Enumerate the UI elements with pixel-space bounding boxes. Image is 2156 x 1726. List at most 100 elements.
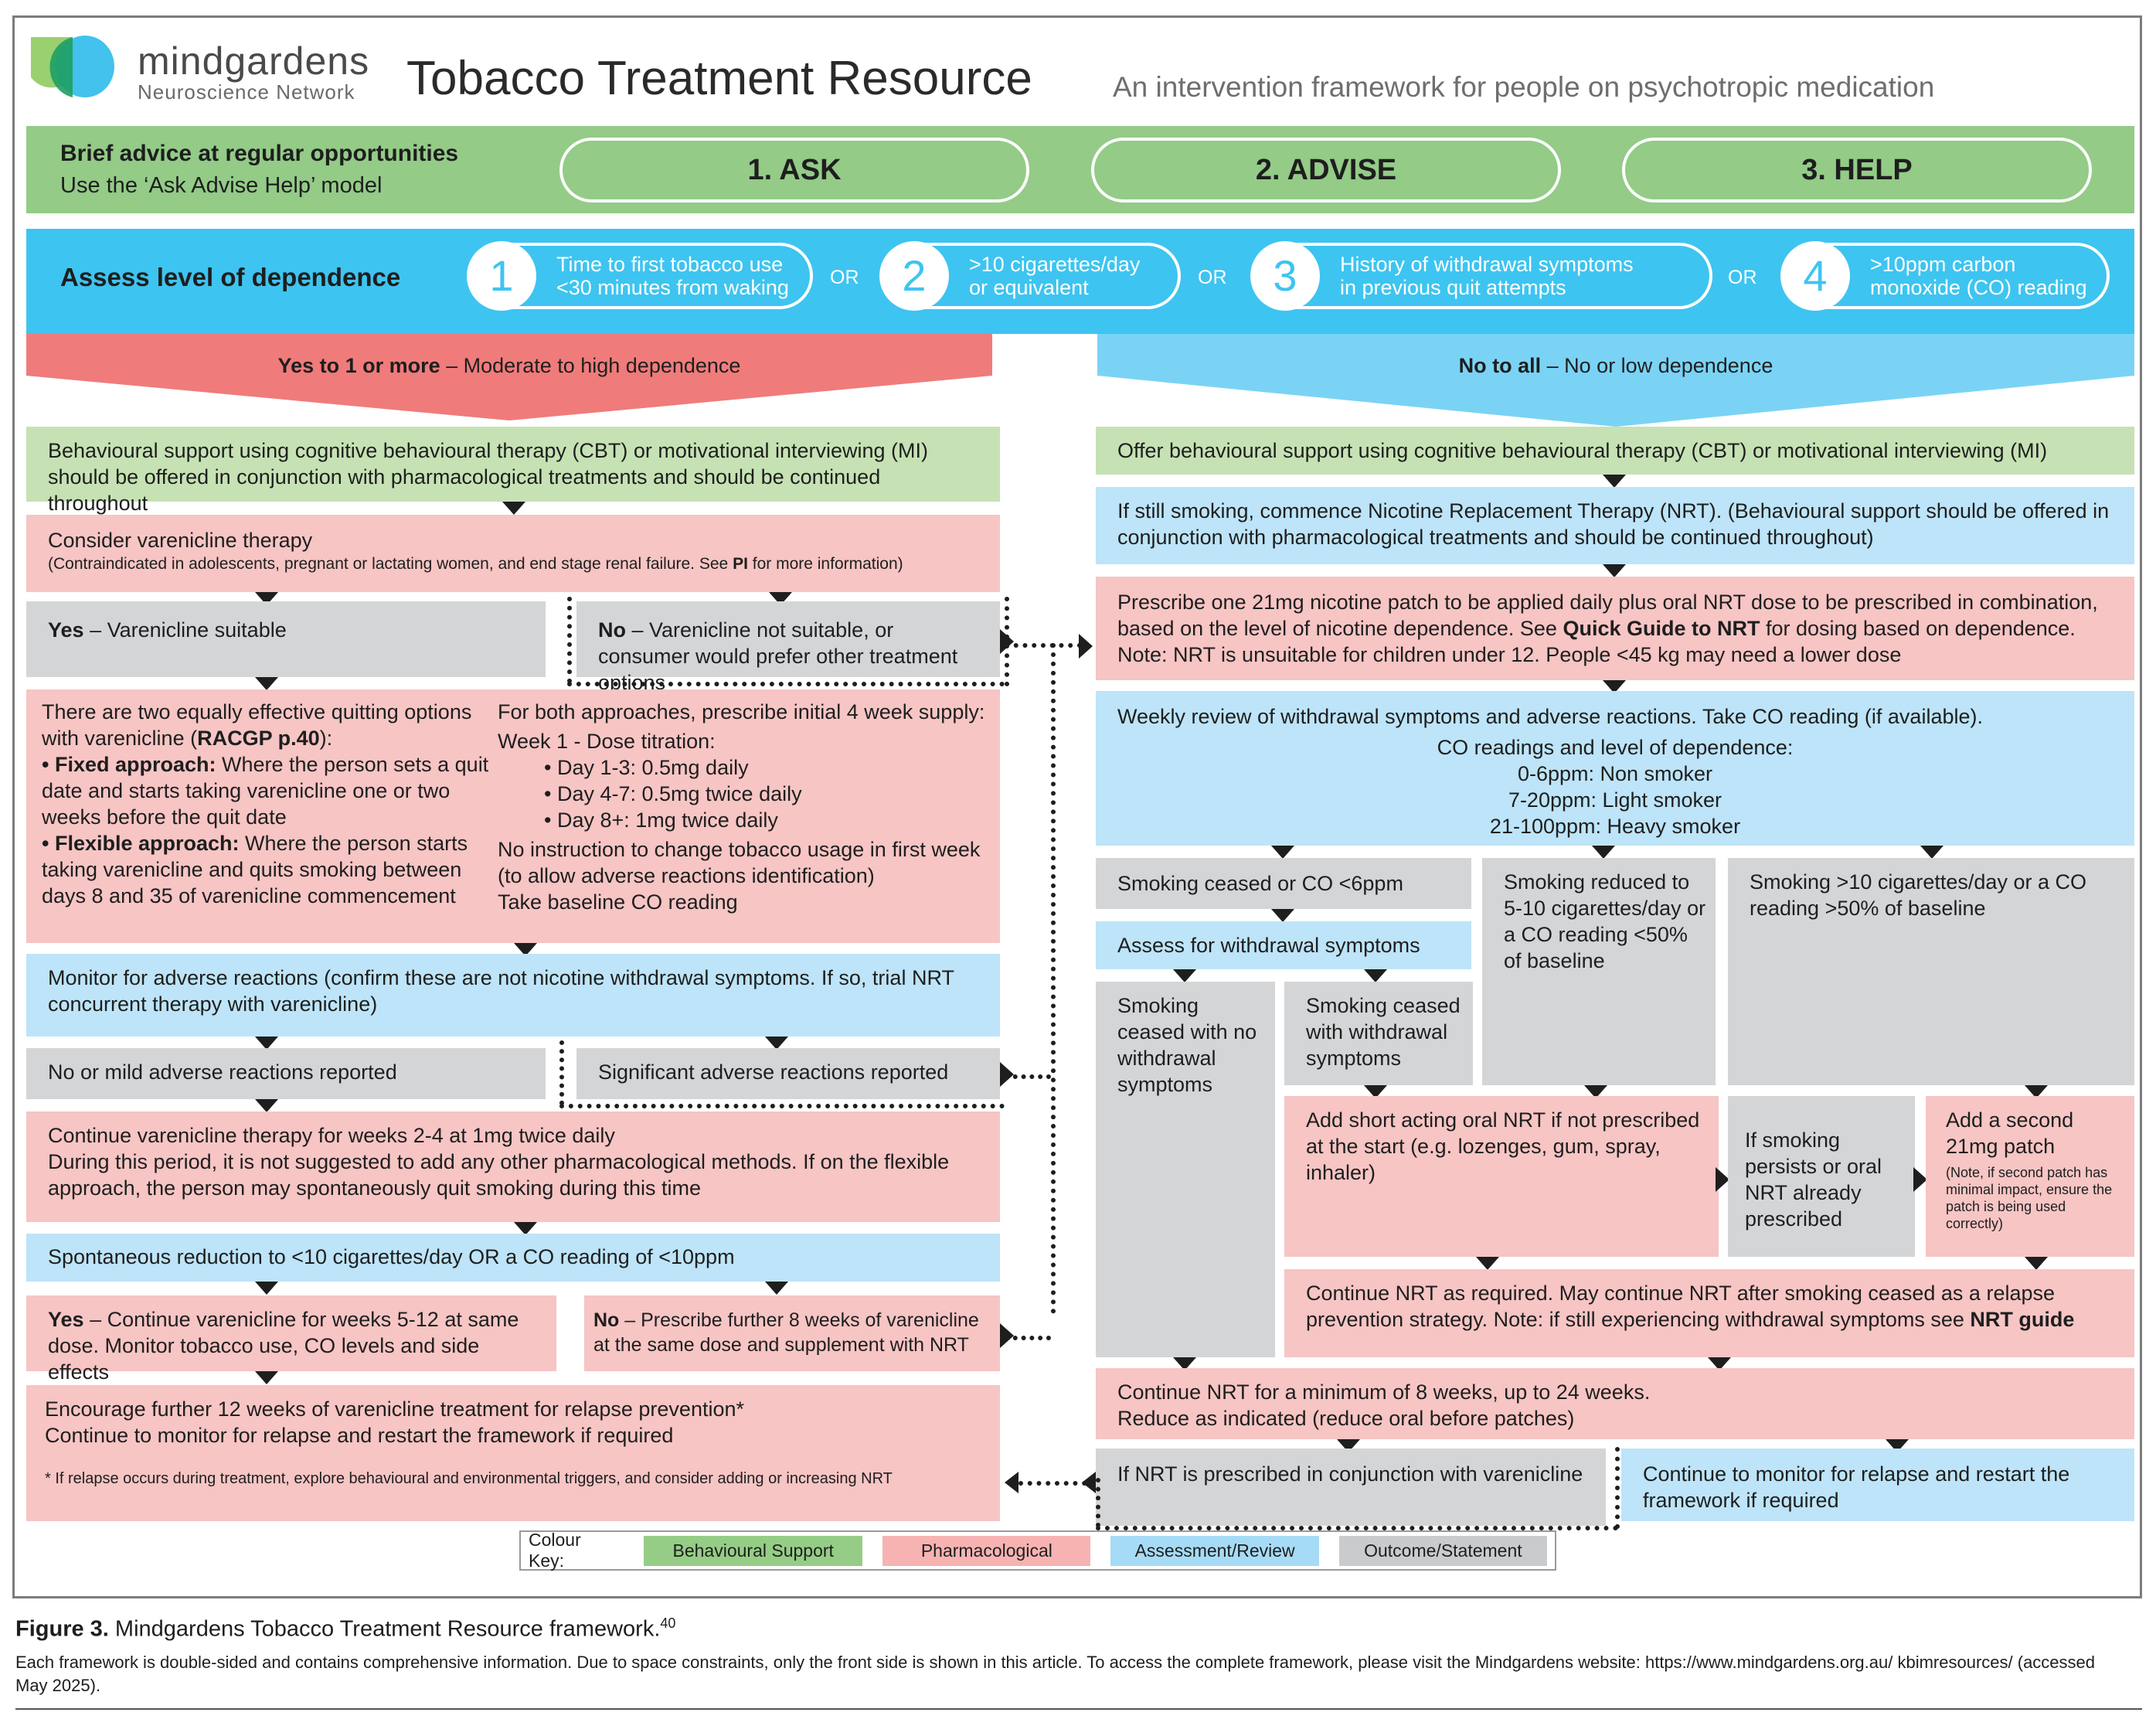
page-subtitle: An intervention framework for people on … xyxy=(1113,71,1935,103)
no2-label: No xyxy=(593,1309,620,1331)
co-title: CO readings and level of dependence: xyxy=(1437,736,1794,759)
step-ask: 1. ASK xyxy=(559,138,1029,203)
criterion-line: in previous quit attempts xyxy=(1340,276,1566,299)
dotted-connector xyxy=(1096,1478,1100,1527)
continue-line-2: During this period, it is not suggested … xyxy=(48,1150,950,1200)
framework-frame xyxy=(12,15,2142,1598)
fixed-text: Where the person sets a quit date and st… xyxy=(42,753,489,829)
right-banner-arrow xyxy=(1097,334,2134,427)
page-title: Tobacco Treatment Resource xyxy=(406,52,1032,105)
encourage-relapse: Encourage further 12 weeks of vareniclin… xyxy=(26,1385,1000,1521)
pi-link: PI xyxy=(733,555,748,573)
assess-title: Assess level of dependence xyxy=(60,263,401,291)
smoking-over-10: Smoking >10 cigarettes/day or a CO readi… xyxy=(1728,858,2134,1085)
dose-item: Day 4-7: 0.5mg twice daily xyxy=(544,781,992,807)
dotted-connector xyxy=(1018,1481,1096,1486)
continue-varenicline: Continue varenicline therapy for weeks 2… xyxy=(26,1112,1000,1222)
brief-advice-sub: Use the ‘Ask Advise Help’ model xyxy=(60,173,383,198)
arrow-right xyxy=(1000,1323,1014,1348)
criterion-number: 3 xyxy=(1250,241,1320,311)
ceased-no-withdrawal: Smoking ceased with no withdrawal sympto… xyxy=(1096,982,1275,1357)
dose-list: Day 1-3: 0.5mg daily Day 4-7: 0.5mg twic… xyxy=(544,754,992,833)
step-advise: 2. ADVISE xyxy=(1091,138,1561,203)
arrow-right xyxy=(1079,634,1093,659)
yes2-text: – Continue varenicline for weeks 5-12 at… xyxy=(48,1308,519,1384)
figure-note: Each framework is double-sided and conta… xyxy=(15,1653,2096,1695)
options-left: There are two equally effective quitting… xyxy=(42,699,509,909)
arrow-down xyxy=(255,1037,278,1050)
week1-title: Week 1 - Dose titration: xyxy=(498,730,716,753)
prescribe-b: for dosing based on dependence. xyxy=(1760,617,2076,640)
arrow-left xyxy=(1005,1472,1018,1493)
arrow-down xyxy=(255,677,278,690)
dose-item: Day 1-3: 0.5mg daily xyxy=(544,754,992,781)
co-level: 7-20ppm: Light smoker xyxy=(1508,788,1722,812)
nrt-with-varenicline: If NRT is prescribed in conjunction with… xyxy=(1096,1449,1606,1526)
arrow-down xyxy=(1603,680,1626,693)
baseline-co: Take baseline CO reading xyxy=(498,890,738,914)
monitor-adverse: Monitor for adverse reactions (confirm t… xyxy=(26,954,1000,1037)
arrow-down xyxy=(2025,1085,2048,1098)
arrow-down xyxy=(514,1222,537,1235)
yes-label: Yes xyxy=(48,618,84,642)
dotted-connector xyxy=(1096,1526,1618,1530)
right-banner-bold: No to all xyxy=(1458,354,1542,377)
assess-withdrawal: Assess for withdrawal symptoms xyxy=(1096,921,1471,969)
racgp-link: RACGP p.40 xyxy=(197,727,320,750)
arrow-down xyxy=(765,1037,788,1050)
quick-guide-link: Quick Guide to NRT xyxy=(1563,617,1760,640)
mild-adverse: No or mild adverse reactions reported xyxy=(26,1048,546,1099)
continue-nrt-minimum: Continue NRT for a minimum of 8 weeks, u… xyxy=(1096,1368,2134,1439)
second-patch-note: (Note, if second patch has minimal impac… xyxy=(1946,1165,2113,1231)
dotted-connector xyxy=(1051,643,1056,1314)
arrow-down xyxy=(502,502,525,515)
yes2-label: Yes xyxy=(48,1308,84,1331)
key-assessment: Assessment/Review xyxy=(1110,1535,1319,1566)
fixed-approach: • Fixed approach: Where the person sets … xyxy=(42,751,509,830)
arrow-right xyxy=(1000,629,1014,654)
criterion-line: <30 minutes from waking xyxy=(556,276,789,299)
encourage-line-2: Continue to monitor for relapse and rest… xyxy=(45,1424,674,1447)
add-short-acting: Add short acting oral NRT if not prescri… xyxy=(1284,1096,1719,1257)
arrow-down xyxy=(255,1371,278,1384)
weekly-review: Weekly review of withdrawal symptoms and… xyxy=(1096,691,2134,846)
options-intro: There are two equally effective quitting… xyxy=(42,699,509,751)
no2-text: – Prescribe further 8 weeks of varenicli… xyxy=(593,1309,979,1356)
arrow-right xyxy=(1913,1167,1927,1192)
add-second-patch: Add a second 21mg patch (Note, if second… xyxy=(1926,1096,2134,1257)
arrow-down xyxy=(255,1282,278,1295)
dotted-connector xyxy=(1005,1074,1051,1079)
criterion-number: 4 xyxy=(1780,241,1850,311)
flex-label: • Flexible approach: xyxy=(42,832,240,855)
left-banner-bold: Yes to 1 or more xyxy=(277,354,440,377)
consider-title: Consider varenicline therapy xyxy=(48,529,313,552)
second-patch-text: Add a second 21mg patch xyxy=(1946,1108,2074,1158)
quitting-options: There are two equally effective quitting… xyxy=(26,689,1000,943)
arrow-down xyxy=(1271,909,1294,922)
figure-text: Mindgardens Tobacco Treatment Resource f… xyxy=(108,1616,661,1642)
flex-text: Where the person starts taking varenicli… xyxy=(42,832,468,907)
left-banner-text: Yes to 1 or more – Moderate to high depe… xyxy=(26,354,992,378)
continue-nrt-text: Continue NRT as required. May continue N… xyxy=(1306,1282,2056,1331)
arrow-down xyxy=(1920,846,1943,859)
cont-min-line-2: Reduce as indicated (reduce oral before … xyxy=(1117,1407,1575,1430)
arrow-down xyxy=(1271,846,1294,859)
figure-label: Figure 3. xyxy=(15,1616,109,1642)
criterion-line: >10 cigarettes/day xyxy=(969,253,1141,276)
criterion-line: monoxide (CO) reading xyxy=(1870,276,2087,299)
spontaneous-reduction: Spontaneous reduction to <10 cigarettes/… xyxy=(26,1234,1000,1282)
weekly-text: Weekly review of withdrawal symptoms and… xyxy=(1117,705,1983,728)
arrow-down xyxy=(1364,969,1387,982)
consider-varenicline: Consider varenicline therapy (Contraindi… xyxy=(26,515,1000,592)
prescribe-note: Note: NRT is unsuitable for children und… xyxy=(1117,643,1902,666)
arrow-left xyxy=(1082,1472,1096,1493)
options-a: There are two equally effective quitting… xyxy=(42,700,472,750)
continue-monitor: Continue to monitor for relapse and rest… xyxy=(1621,1449,2134,1521)
key-behavioural: Behavioural Support xyxy=(644,1535,863,1566)
bottom-rule xyxy=(15,1708,2142,1710)
arrow-down xyxy=(1584,1085,1607,1098)
dotted-connector xyxy=(559,1040,564,1105)
criterion-number: 2 xyxy=(879,241,949,311)
options-right: For both approaches, prescribe initial 4… xyxy=(498,699,992,915)
